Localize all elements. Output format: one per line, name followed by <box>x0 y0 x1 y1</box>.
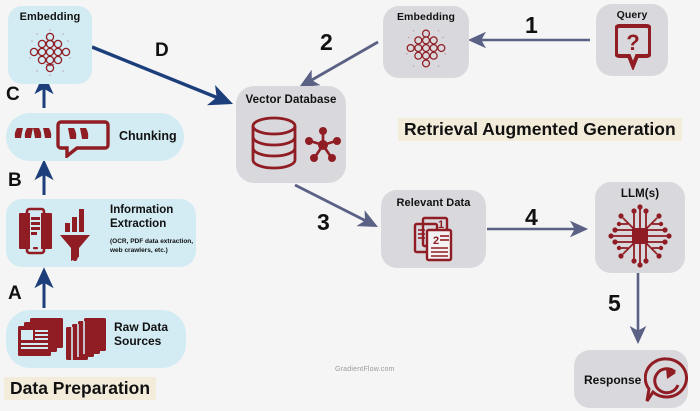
node-relevant-data[interactable]: Relevant Data 1 2 <box>381 190 486 268</box>
step-label-1: 1 <box>525 12 538 38</box>
svg-text:?: ? <box>626 30 639 55</box>
node-relevant-data-label: Relevant Data <box>396 197 471 209</box>
banner-retrieval-augmented-generation: Retrieval Augmented Generation <box>398 118 682 141</box>
documents-stack-icon <box>16 317 108 368</box>
edge-label-c: C <box>6 84 20 105</box>
node-chunking-label: Chunking <box>119 129 177 143</box>
node-vector-database[interactable]: Vector Database <box>236 86 346 183</box>
node-raw-data-sources[interactable]: Raw Data Sources <box>6 310 186 368</box>
step-label-3: 3 <box>317 209 330 235</box>
node-information-extraction[interactable]: Information Extraction (OCR, PDF data ex… <box>6 199 196 267</box>
node-information-extraction-label: Information Extraction <box>110 204 174 230</box>
embedding-lattice-icon <box>402 25 450 78</box>
edge-label-d: D <box>155 40 169 61</box>
node-query-label: Query <box>616 9 648 21</box>
node-embedding-left-label: Embedding <box>19 11 81 23</box>
svg-text:2: 2 <box>433 235 439 247</box>
banner-data-preparation: Data Preparation <box>4 377 157 400</box>
node-llms[interactable]: LLM(s) <box>595 182 685 273</box>
chip-icon <box>607 203 673 274</box>
scanner-funnel-icon <box>14 205 106 266</box>
node-chunking[interactable]: Chunking <box>6 113 184 161</box>
node-embedding-right[interactable]: Embedding <box>383 6 469 78</box>
quote-bubble-icon <box>12 118 116 163</box>
ranked-documents-icon: 1 2 <box>413 216 459 269</box>
step-label-5: 5 <box>608 290 621 316</box>
node-query[interactable]: Query ? <box>596 4 668 76</box>
node-llms-label: LLM(s) <box>620 188 660 200</box>
edge-label-a: A <box>8 283 22 304</box>
node-embedding-left[interactable]: Embedding <box>8 6 92 84</box>
step-label-4: 4 <box>525 204 538 230</box>
arrow-2 <box>299 40 379 88</box>
graph-nodes-icon <box>304 126 342 169</box>
node-response[interactable]: Response <box>574 350 688 408</box>
question-bubble-icon: ? <box>614 24 652 75</box>
node-response-label: Response <box>584 373 642 387</box>
edge-label-b: B <box>8 170 22 191</box>
node-embedding-right-label: Embedding <box>396 11 456 23</box>
node-vector-database-label: Vector Database <box>245 94 337 106</box>
embedding-lattice-icon <box>25 28 75 83</box>
database-cylinder-icon <box>246 115 302 178</box>
node-information-extraction-sublabel: (OCR, PDF data extraction, web crawlers,… <box>110 238 194 254</box>
arrow-d <box>91 45 234 106</box>
arrow-3 <box>294 183 378 228</box>
speech-reply-icon <box>643 356 690 411</box>
svg-text:1: 1 <box>438 219 444 231</box>
node-raw-data-sources-label: Raw Data Sources <box>114 320 169 349</box>
watermark: GradientFlow.com <box>335 366 395 373</box>
step-label-2: 2 <box>320 29 333 55</box>
